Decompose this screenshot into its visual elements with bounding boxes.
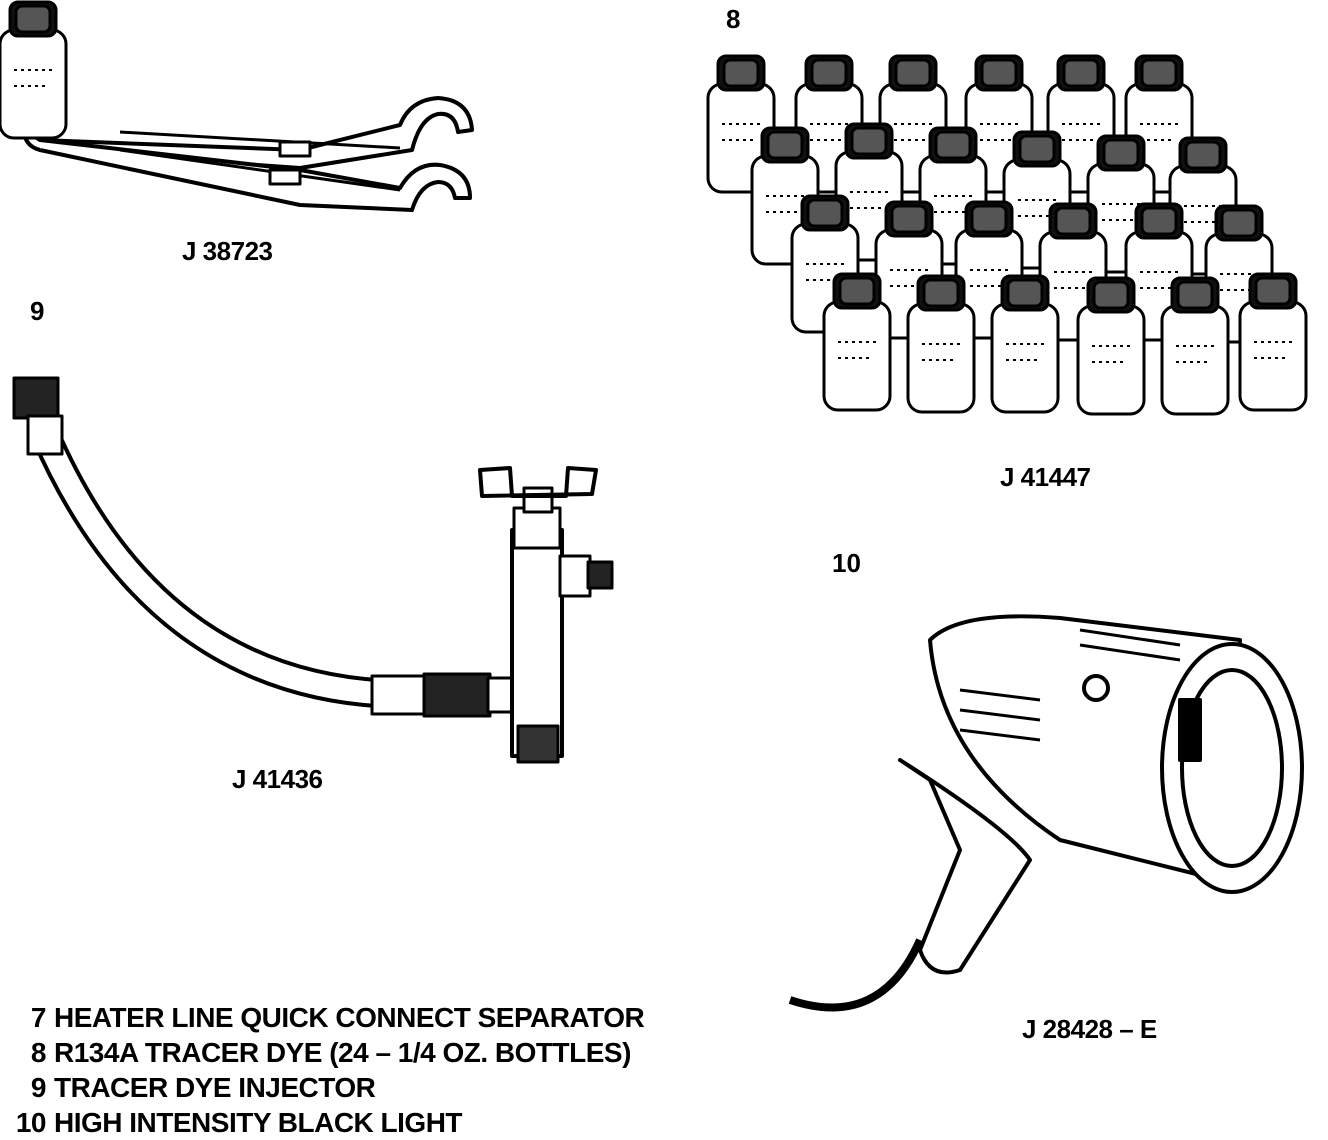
legend-row: 7 HEATER LINE QUICK CONNECT SEPARATOR [6, 1000, 645, 1035]
legend-number: 10 [15, 1107, 47, 1138]
dye-bottles-illustration [0, 0, 1308, 416]
part-number-separator: J 38723 [182, 236, 273, 266]
legend-row: 9 TRACER DYE INJECTOR [6, 1070, 644, 1105]
part-number-injector: J 41436 [232, 764, 323, 794]
part-number-tracer-dye: J 41447 [1000, 462, 1091, 492]
legend-row: 8 R134A TRACER DYE (24 – 1/4 OZ. BOTTLES… [6, 1035, 644, 1070]
legend-text: HIGH INTENSITY BLACK LIGHT [54, 1107, 463, 1138]
item-number-9: 9 [30, 296, 45, 326]
legend-number: 9 [30, 1072, 47, 1103]
legend-text: TRACER DYE INJECTOR [54, 1072, 376, 1103]
separator-tool-illustration [21, 96, 474, 212]
legend-number: 7 [30, 1002, 47, 1033]
part-number-black-light: J 28428 – E [1022, 1014, 1157, 1044]
legend-row: 10 HIGH INTENSITY BLACK LIGHT [6, 1105, 644, 1140]
item-number-8: 8 [726, 4, 741, 34]
legend-text: R134A TRACER DYE (24 – 1/4 OZ. BOTTLES) [54, 1037, 631, 1068]
legend-number: 8 [30, 1037, 47, 1068]
dye-injector-illustration [12, 376, 614, 764]
item-number-10: 10 [832, 548, 861, 578]
black-light-illustration [788, 614, 1304, 1012]
legend-text: HEATER LINE QUICK CONNECT SEPARATOR [54, 1002, 645, 1033]
legend: 7 HEATER LINE QUICK CONNECT SEPARATOR 8 … [6, 1000, 645, 1140]
